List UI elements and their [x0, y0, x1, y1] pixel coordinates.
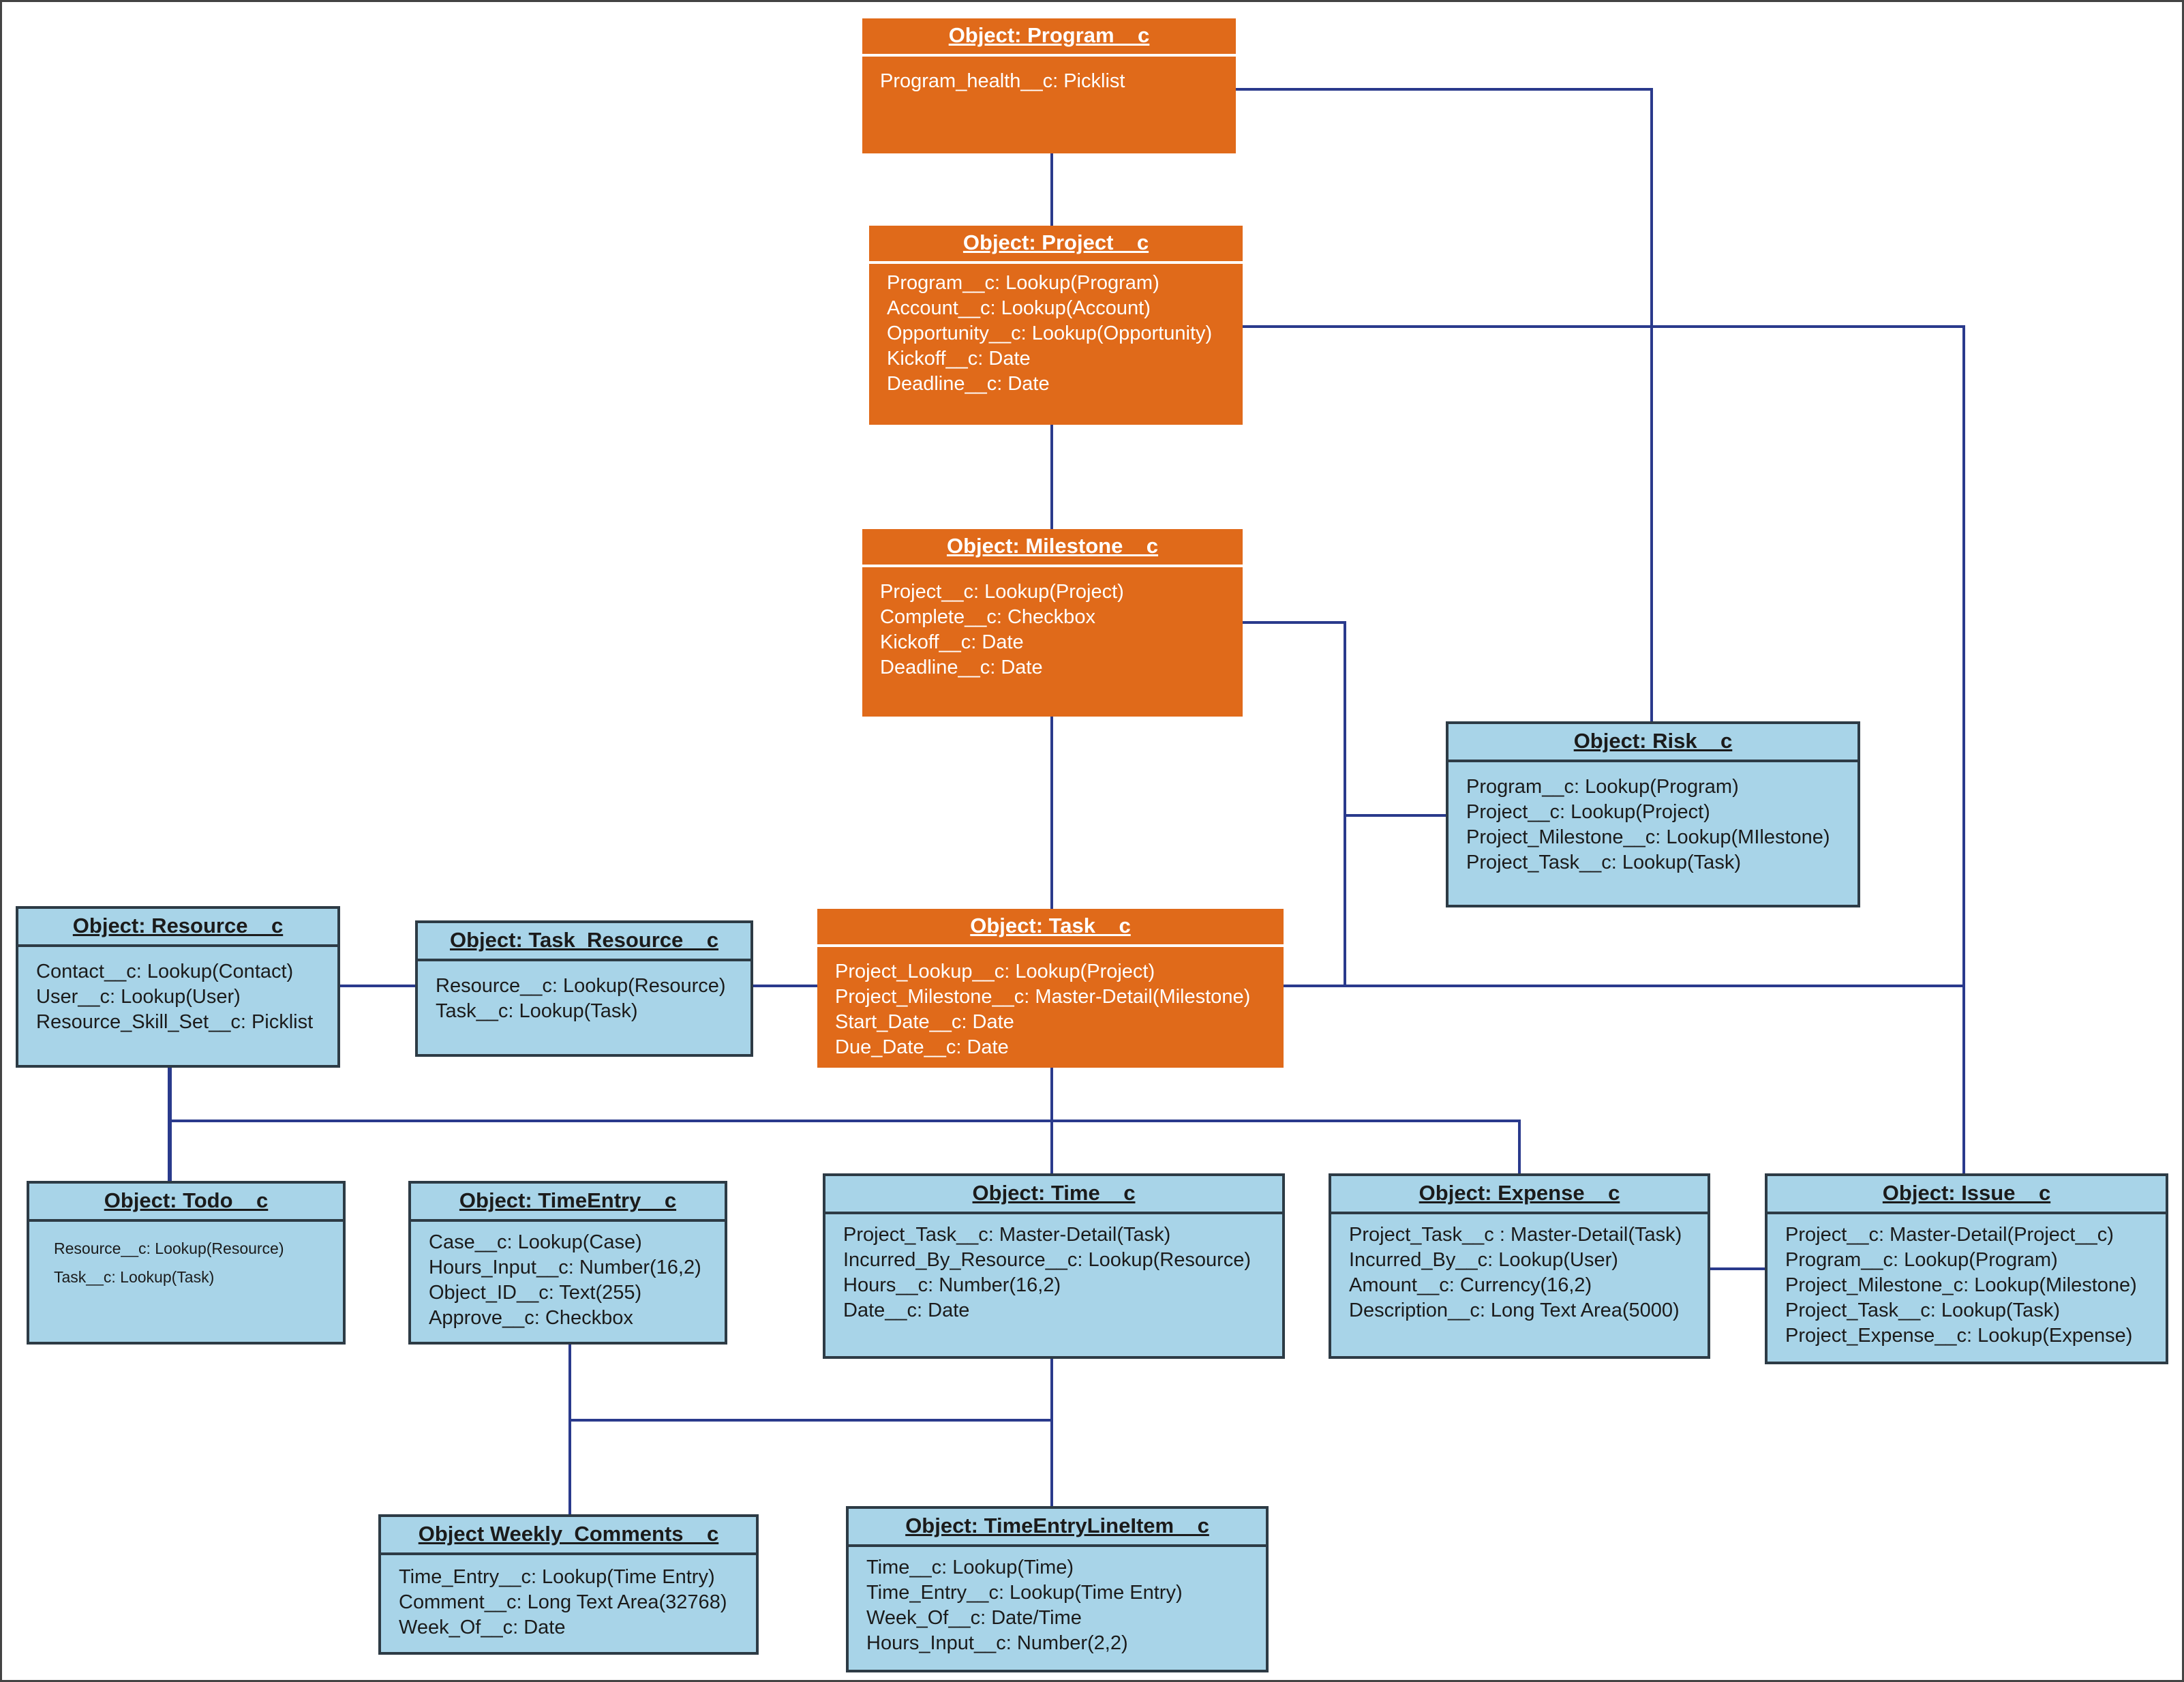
object-title: Object: Issue__c [1768, 1176, 2166, 1214]
object-title: Object: TimeEntryLineItem__c [849, 1509, 1266, 1547]
object-milestone: Object: Milestone__c Project__c: Lookup(… [862, 529, 1243, 717]
field-item: Task__c: Lookup(Task) [54, 1268, 215, 1286]
field-list: Resource__c: Lookup(Resource) Task__c: L… [418, 961, 750, 1024]
object-todo: Object: Todo__c Resource__c: Lookup(Reso… [27, 1181, 346, 1345]
field-item: Time_Entry__c: Lookup(Time Entry) [399, 1566, 715, 1588]
field-list: Time__c: Lookup(Time) Time_Entry__c: Loo… [849, 1547, 1266, 1656]
field-item: Project_Lookup__c: Lookup(Project) [835, 961, 1155, 982]
field-item: Contact__c: Lookup(Contact) [36, 961, 294, 982]
field-item: Program__c: Lookup(Program) [1785, 1249, 2058, 1271]
field-item: Project_Milestone__c: Lookup(MIlestone) [1466, 826, 1830, 848]
field-item: Project_Milestone_c: Lookup(Milestone) [1785, 1274, 2137, 1296]
object-title: Object: Task__c [817, 909, 1284, 947]
field-item: User__c: Lookup(User) [36, 986, 241, 1008]
field-item: Project_Task__c : Master-Detail(Task) [1349, 1224, 1682, 1246]
object-program: Object: Program__c Program_health__c: Pi… [862, 18, 1236, 153]
object-title: Object: Expense__c [1331, 1176, 1708, 1214]
object-title: Object: Project__c [869, 226, 1243, 264]
field-item: Week_Of__c: Date [399, 1617, 566, 1638]
field-list: Case__c: Lookup(Case) Hours_Input__c: Nu… [411, 1222, 725, 1331]
field-item: Resource__c: Lookup(Resource) [54, 1240, 284, 1257]
field-item: Project_Milestone__c: Master-Detail(Mile… [835, 986, 1251, 1008]
field-list: Resource__c: Lookup(Resource) Task__c: L… [29, 1222, 343, 1291]
field-item: Hours_Input__c: Number(16,2) [429, 1257, 701, 1278]
connector-bus [170, 1120, 1053, 1173]
field-item: Case__c: Lookup(Case) [429, 1231, 642, 1253]
field-item: Task__c: Lookup(Task) [436, 1000, 638, 1022]
object-risk: Object: Risk__c Program__c: Lookup(Progr… [1446, 721, 1860, 907]
field-list: Contact__c: Lookup(Contact) User__c: Loo… [18, 947, 337, 1035]
object-resource: Object: Resource__c Contact__c: Lookup(C… [16, 906, 340, 1068]
field-item: Opportunity__c: Lookup(Opportunity) [887, 322, 1213, 344]
field-item: Project__c: Lookup(Project) [880, 581, 1124, 603]
field-item: Deadline__c: Date [880, 657, 1043, 678]
field-item: Program_health__c: Picklist [880, 70, 1125, 92]
connector-bus-expense [1052, 1120, 1521, 1173]
field-item: Incurred_By_Resource__c: Lookup(Resource… [843, 1249, 1252, 1271]
field-item: Account__c: Lookup(Account) [887, 297, 1151, 319]
field-list: Time_Entry__c: Lookup(Time Entry) Commen… [381, 1555, 756, 1640]
object-title: Object: Task_Resource__c [418, 923, 750, 961]
field-item: Description__c: Long Text Area(5000) [1349, 1300, 1680, 1321]
field-item: Date__c: Date [843, 1300, 970, 1321]
field-item: Project_Task__c: Lookup(Task) [1466, 852, 1741, 873]
object-title: Object: Todo__c [29, 1184, 343, 1222]
connector-milestone-risk [1243, 621, 1346, 986]
field-item: Comment__c: Long Text Area(32768) [399, 1591, 727, 1613]
object-time-entry-line-item: Object: TimeEntryLineItem__c Time__c: Lo… [846, 1506, 1269, 1672]
connector-program-risk [1236, 88, 1653, 721]
connector-project-issue [1243, 325, 1965, 1173]
field-item: Object_ID__c: Text(255) [429, 1282, 642, 1304]
field-list: Project__c: Lookup(Project) Complete__c:… [862, 567, 1243, 680]
object-issue: Object: Issue__c Project__c: Master-Deta… [1765, 1173, 2168, 1364]
field-item: Deadline__c: Date [887, 373, 1050, 395]
field-item: Project_Expense__c: Lookup(Expense) [1785, 1325, 2133, 1347]
field-item: Project_Task__c: Master-Detail(Task) [843, 1224, 1171, 1246]
object-project: Object: Project__c Program__c: Lookup(Pr… [869, 226, 1243, 425]
field-list: Project_Lookup__c: Lookup(Project) Proje… [817, 947, 1284, 1060]
object-time-entry: Object: TimeEntry__c Case__c: Lookup(Cas… [408, 1181, 727, 1345]
field-item: Hours__c: Number(16,2) [843, 1274, 1061, 1296]
field-list: Program__c: Lookup(Program) Account__c: … [869, 264, 1243, 397]
object-title: Object Weekly_Comments__c [381, 1517, 756, 1555]
object-task-resource: Object: Task_Resource__c Resource__c: Lo… [415, 920, 753, 1057]
object-expense: Object: Expense__c Project_Task__c : Mas… [1329, 1173, 1710, 1359]
field-item: Project__c: Lookup(Project) [1466, 801, 1710, 823]
field-item: Time__c: Lookup(Time) [866, 1557, 1074, 1578]
field-item: Time_Entry__c: Lookup(Time Entry) [866, 1582, 1183, 1604]
field-item: Incurred_By__c: Lookup(User) [1349, 1249, 1618, 1271]
object-title: Object: Milestone__c [862, 529, 1243, 567]
field-item: Project_Task__c: Lookup(Task) [1785, 1300, 2060, 1321]
field-item: Resource__c: Lookup(Resource) [436, 975, 726, 997]
object-title: Object: Risk__c [1449, 724, 1857, 762]
object-weekly-comments: Object Weekly_Comments__c Time_Entry__c:… [378, 1514, 759, 1655]
field-item: Approve__c: Checkbox [429, 1307, 633, 1329]
field-list: Project_Task__c: Master-Detail(Task) Inc… [825, 1214, 1282, 1323]
object-time: Object: Time__c Project_Task__c: Master-… [823, 1173, 1285, 1359]
field-item: Resource_Skill_Set__c: Picklist [36, 1011, 314, 1033]
field-item: Hours_Input__c: Number(2,2) [866, 1632, 1128, 1654]
field-item: Kickoff__c: Date [880, 631, 1024, 653]
object-title: Object: Program__c [862, 18, 1236, 57]
object-task: Object: Task__c Project_Lookup__c: Looku… [817, 909, 1284, 1068]
field-item: Complete__c: Checkbox [880, 606, 1095, 628]
field-item: Program__c: Lookup(Program) [887, 272, 1159, 294]
field-list: Project_Task__c : Master-Detail(Task) In… [1331, 1214, 1708, 1323]
field-item: Project__c: Master-Detail(Project__c) [1785, 1224, 2114, 1246]
field-list: Project__c: Master-Detail(Project__c) Pr… [1768, 1214, 2166, 1349]
field-list: Program_health__c: Picklist [862, 57, 1236, 94]
object-title: Object: Time__c [825, 1176, 1282, 1214]
field-item: Amount__c: Currency(16,2) [1349, 1274, 1592, 1296]
object-title: Object: Resource__c [18, 909, 337, 947]
object-title: Object: TimeEntry__c [411, 1184, 725, 1222]
field-item: Week_Of__c: Date/Time [866, 1607, 1082, 1629]
field-list: Program__c: Lookup(Program) Project__c: … [1449, 762, 1857, 875]
field-item: Start_Date__c: Date [835, 1011, 1014, 1033]
field-item: Kickoff__c: Date [887, 348, 1031, 370]
field-item: Program__c: Lookup(Program) [1466, 776, 1739, 798]
field-item: Due_Date__c: Date [835, 1036, 1009, 1058]
